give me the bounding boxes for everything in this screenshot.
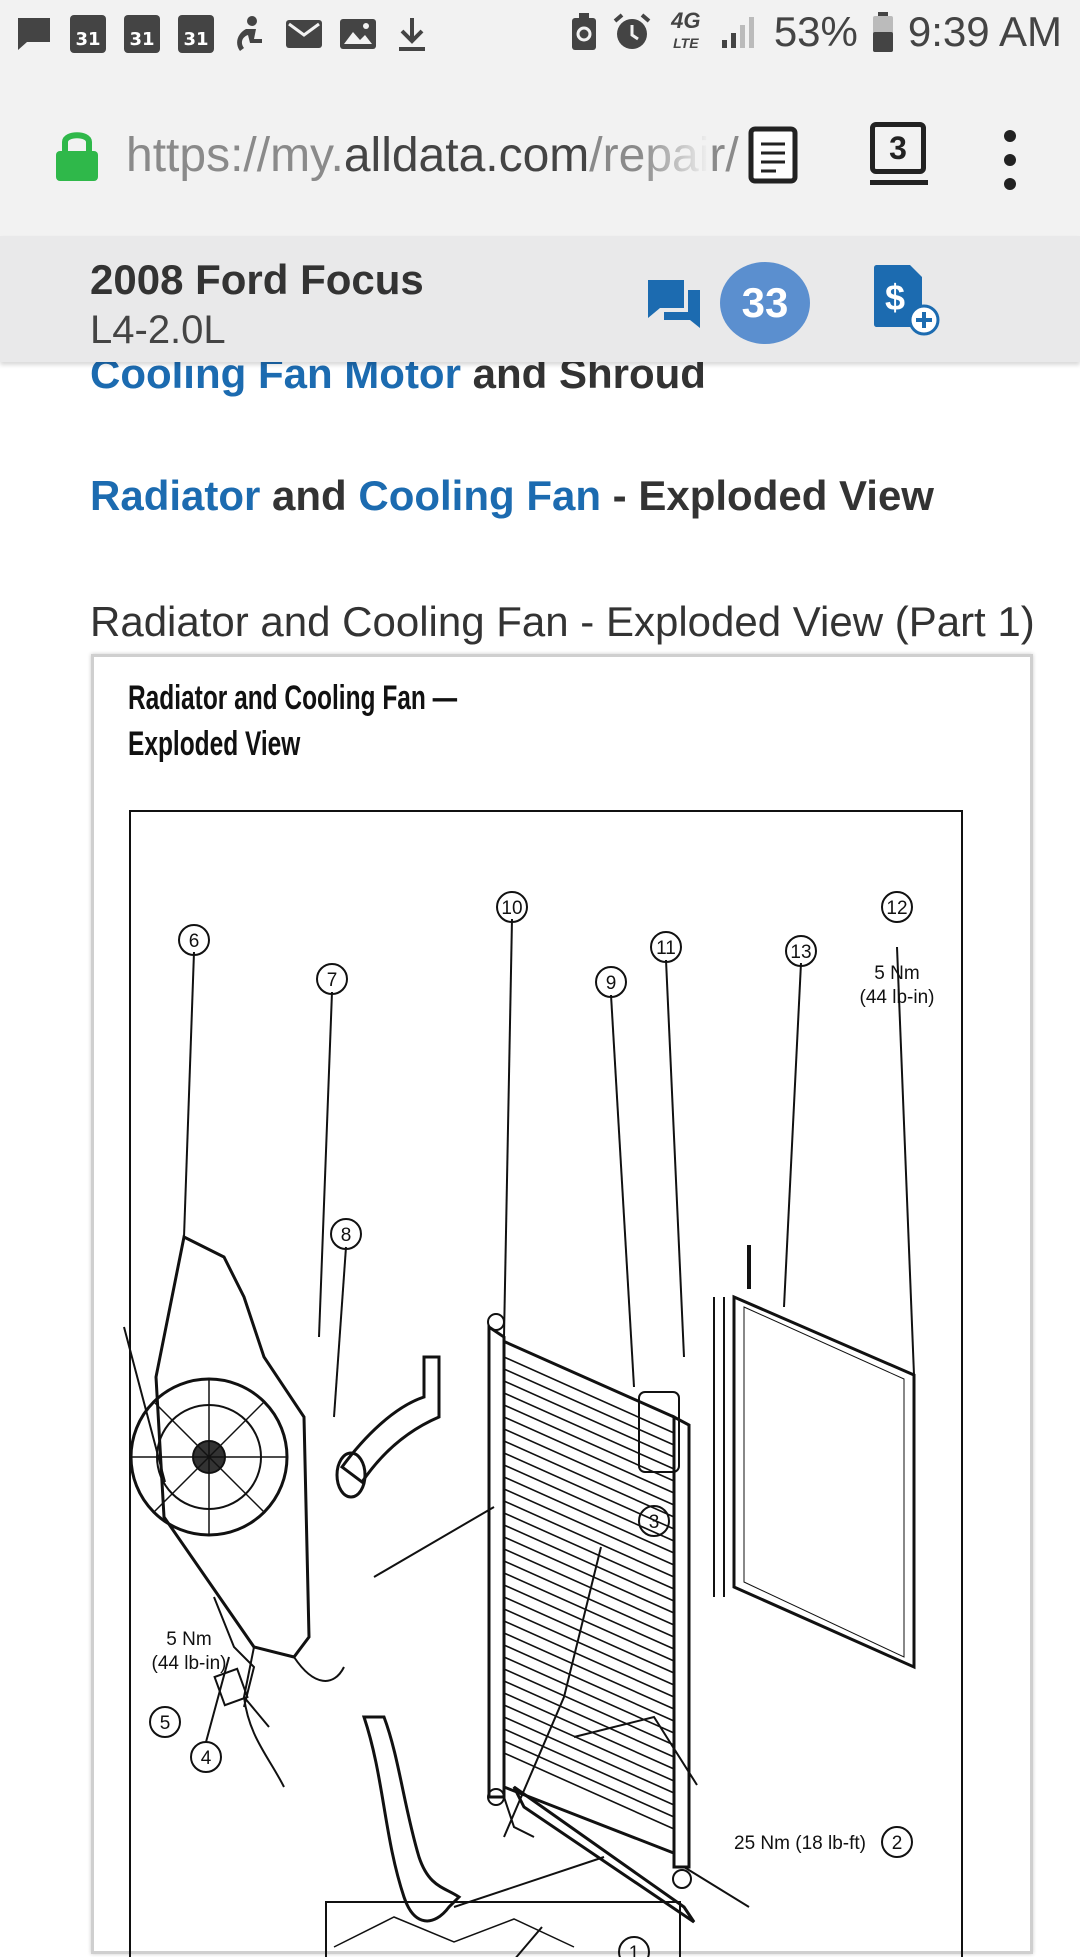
battery-icon: [872, 12, 893, 52]
callout-8: 8: [341, 1225, 352, 1246]
radiator-link[interactable]: Radiator: [90, 472, 261, 519]
callout-3: 3: [649, 1512, 660, 1533]
svg-text:$: $: [885, 277, 905, 318]
battery-percent: 53%: [773, 8, 858, 55]
torque-label-5-imperial: (44 lb-in): [152, 1653, 227, 1674]
callout-10: 10: [501, 898, 522, 919]
cooling-fan-link[interactable]: Cooling Fan: [358, 472, 602, 519]
callout-9: 9: [606, 973, 617, 994]
callout-12: 12: [886, 898, 907, 919]
torque-label-2: 25 Nm (18 lb-ft): [734, 1833, 866, 1854]
tab-switcher-underline: [870, 180, 928, 185]
tab-switcher-button[interactable]: 3: [870, 122, 926, 174]
clock: 9:39 AM: [907, 8, 1062, 55]
battery-saver-icon: [571, 13, 596, 50]
message-count-badge[interactable]: 33: [720, 262, 810, 344]
browser-toolbar: https://my.alldata.com/repair/ 3: [0, 72, 1080, 236]
callout-11: 11: [656, 938, 676, 959]
download-icon: [392, 14, 432, 54]
reader-mode-icon[interactable]: [748, 126, 798, 184]
vehicle-engine: L4-2.0L: [90, 308, 226, 352]
callout-4: 4: [201, 1748, 212, 1769]
exploded-view-diagram[interactable]: Radiator and Cooling Fan — Exploded View: [91, 654, 1033, 1957]
callout-7: 7: [327, 970, 338, 991]
related-heading-2: Radiator and Cooling Fan - Exploded View: [90, 472, 934, 519]
image-icon: [338, 14, 378, 54]
accessibility-icon: [230, 14, 270, 54]
signal-icon: [721, 17, 754, 48]
add-purchase-icon[interactable]: $: [872, 264, 940, 336]
vehicle-header: 2008 Ford Focus L4-2.0L 33 $: [0, 236, 1080, 362]
article-content: Cooling Fan Motor and Shroud Radiator an…: [0, 350, 1080, 1957]
torque-label-12: 5 Nm: [874, 963, 919, 984]
url-field[interactable]: https://my.alldata.com/repair/: [126, 129, 739, 182]
vehicle-name: 2008 Ford Focus: [90, 256, 424, 303]
callout-5: 5: [160, 1713, 171, 1734]
message-icon: [14, 14, 54, 54]
callout-2: 2: [892, 1833, 903, 1854]
calendar-icon: 31: [68, 14, 108, 54]
callout-6: 6: [189, 931, 200, 952]
figure-caption: Radiator and Cooling Fan - Exploded View…: [90, 598, 1035, 645]
chat-icon[interactable]: [646, 278, 702, 330]
torque-label-12-imperial: (44 lb-in): [860, 987, 935, 1008]
lock-icon: [56, 132, 98, 181]
callout-1: 1: [629, 1943, 640, 1957]
notification-icons: 31 31 31: [14, 14, 432, 54]
torque-label-5: 5 Nm: [166, 1629, 211, 1650]
callout-13: 13: [790, 942, 811, 963]
exploded-view-drawing: 6 7 8 10 9 11 13 12 5 4 3 2 1 5 Nm (44 l…: [123, 810, 963, 1957]
diagram-title: Radiator and Cooling Fan — Exploded View: [128, 679, 458, 763]
mail-icon: [284, 14, 324, 54]
calendar-icon: 31: [122, 14, 162, 54]
alarm-icon: [613, 13, 651, 49]
url-fade: [640, 122, 710, 192]
overflow-menu-icon[interactable]: [1004, 130, 1016, 190]
calendar-icon: 31: [176, 14, 216, 54]
